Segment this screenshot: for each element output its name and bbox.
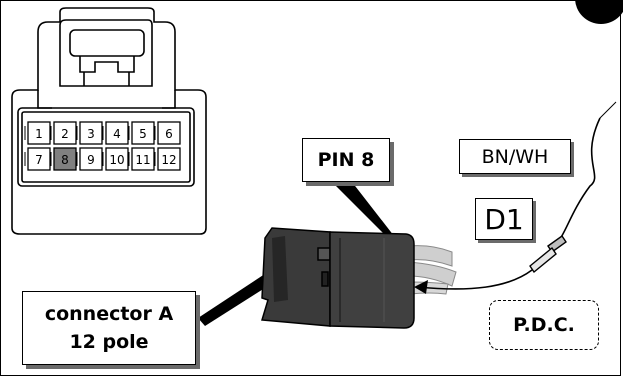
insertion-arrow <box>417 269 533 290</box>
corner-badge <box>575 0 623 24</box>
connector-a-body <box>261 227 415 329</box>
pin-cell-5: 5 <box>128 121 155 145</box>
pin-number-11: 11 <box>135 153 150 167</box>
pin-terminal <box>529 235 567 274</box>
pin-number-9: 9 <box>87 153 95 167</box>
pin-number-3: 3 <box>87 127 95 141</box>
pin-cell-6: 6 <box>154 121 181 145</box>
pin-number-10: 10 <box>109 153 124 167</box>
pin-cell-2: 2 <box>50 121 77 145</box>
pin-cell-12: 12 <box>154 147 181 171</box>
connector-a-poles: 12 pole <box>69 331 149 353</box>
pin-cell-3: 3 <box>76 121 103 145</box>
connector-a-label: connector A 12 pole <box>22 291 196 365</box>
pin-cell-10: 10 <box>102 147 129 171</box>
pin-number-5: 5 <box>139 127 147 141</box>
pin-number-6: 6 <box>165 127 173 141</box>
pin-cell-11: 11 <box>128 147 155 171</box>
pin-number-1: 1 <box>35 127 43 141</box>
pin-cell-4: 4 <box>102 121 129 145</box>
pin-cell-1: 1 <box>24 121 51 145</box>
pin-cell-8: 8 <box>50 147 77 171</box>
wire-bnwh <box>557 117 601 243</box>
pin-cell-7: 7 <box>24 147 51 171</box>
wire-code-label: D1 <box>475 198 533 240</box>
pin-number-4: 4 <box>113 127 121 141</box>
pin-number-8: 8 <box>61 153 69 167</box>
arrow-head <box>414 280 428 294</box>
connector-a-title: connector A <box>44 303 174 325</box>
pin-8-label: PIN 8 <box>302 138 390 182</box>
pin-number-7: 7 <box>35 153 43 167</box>
pin-cell-9: 9 <box>76 147 103 171</box>
pin-number-2: 2 <box>61 127 69 141</box>
wire-end <box>599 101 617 119</box>
pdc-label: P.D.C. <box>489 300 599 350</box>
connector-face-drawing <box>11 7 207 235</box>
wire-color-label: BN/WH <box>459 139 571 174</box>
pin-number-12: 12 <box>161 153 176 167</box>
